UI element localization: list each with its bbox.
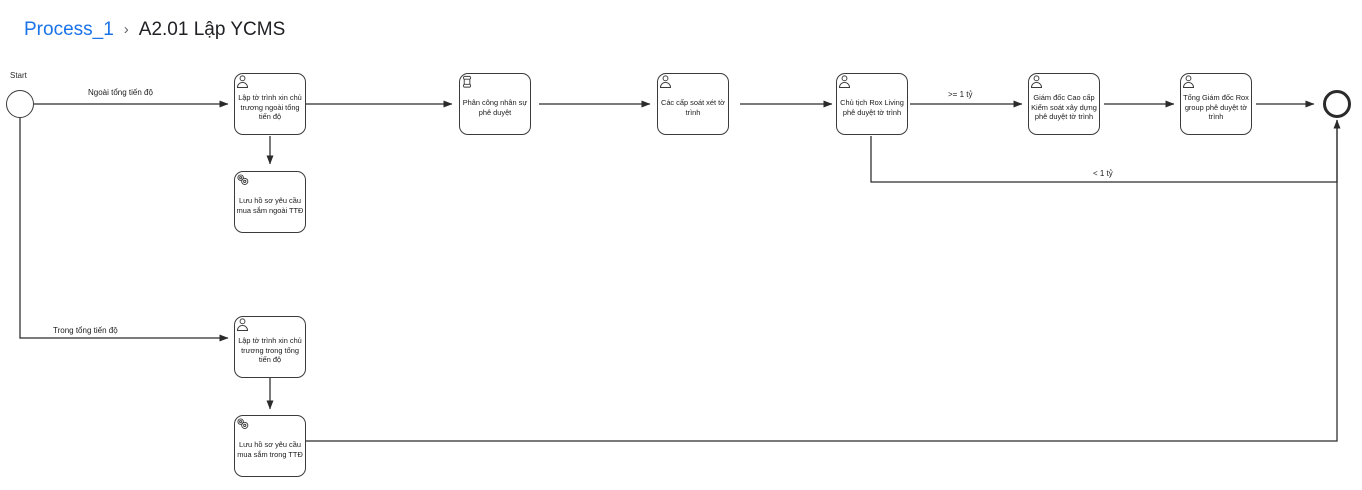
task-giam-doc-cao-cap[interactable]: Giám đốc Cao cấp Kiểm soát xây dựng phê … <box>1028 73 1100 135</box>
breadcrumb-current-title: A2.01 Lập YCMS <box>138 19 286 40</box>
breadcrumb-separator-icon: › <box>123 21 129 38</box>
task-phan-cong-nhan-su[interactable]: Phân công nhân sự phê duyệt <box>459 73 531 135</box>
task-label: Các cấp soát xét tờ trình <box>660 97 725 117</box>
task-tong-giam-doc-rox-group[interactable]: Tổng Giám đốc Rox group phê duyệt tờ trì… <box>1180 73 1252 135</box>
start-event-label: Start <box>10 71 27 80</box>
task-luu-ho-so-trong-ttd[interactable]: Lưu hồ sơ yêu cầu mua sắm trong TTĐ <box>234 415 306 477</box>
breadcrumb-root-link[interactable]: Process_1 <box>24 19 114 40</box>
task-label: Lập tờ trình xin chủ trương trong tổng t… <box>238 335 302 365</box>
flow-label-lt-1-ty: < 1 tỷ <box>1090 169 1116 178</box>
task-label: Lưu hồ sơ yêu cầu mua sắm trong TTĐ <box>237 439 303 459</box>
flow-label-trong-tong-tien-do: Trong tổng tiến độ <box>50 326 121 335</box>
script-icon <box>463 75 472 88</box>
flow-label-gte-1-ty: >= 1 tỷ <box>945 90 976 99</box>
task-chu-tich-rox-living[interactable]: Chủ tịch Rox Living phê duyệt tờ trình <box>836 73 908 135</box>
gear-icon <box>237 174 249 185</box>
task-label: Giám đốc Cao cấp Kiểm soát xây dựng phê … <box>1031 92 1097 122</box>
task-lap-to-trinh-ngoai-ttd[interactable]: Lập tờ trình xin chủ trương ngoài tổng t… <box>234 73 306 135</box>
breadcrumb: Process_1 › A2.01 Lập YCMS <box>24 20 285 39</box>
task-cac-cap-soat-xet[interactable]: Các cấp soát xét tờ trình <box>657 73 729 135</box>
start-event[interactable] <box>6 90 34 118</box>
task-label: Chủ tịch Rox Living phê duyệt tờ trình <box>840 97 904 117</box>
task-label: Lưu hồ sơ yêu cầu mua sắm ngoài TTĐ <box>236 195 304 215</box>
task-label: Tổng Giám đốc Rox group phê duyệt tờ trì… <box>1183 92 1249 122</box>
task-luu-ho-so-ngoai-ttd[interactable]: Lưu hồ sơ yêu cầu mua sắm ngoài TTĐ <box>234 171 306 233</box>
user-icon <box>659 75 672 88</box>
task-label: Lập tờ trình xin chủ trương ngoài tổng t… <box>238 92 302 122</box>
end-event[interactable] <box>1323 90 1351 118</box>
task-lap-to-trinh-trong-ttd[interactable]: Lập tờ trình xin chủ trương trong tổng t… <box>234 316 306 378</box>
flow-start-to-t8 <box>19 118 229 342</box>
gear-icon <box>237 418 249 429</box>
flow-label-ngoai-tong-tien-do: Ngoài tổng tiến độ <box>85 88 156 97</box>
task-label: Phân công nhân sự phê duyệt <box>462 97 528 117</box>
flow-t9-to-end <box>306 120 1338 442</box>
user-icon <box>838 75 851 88</box>
